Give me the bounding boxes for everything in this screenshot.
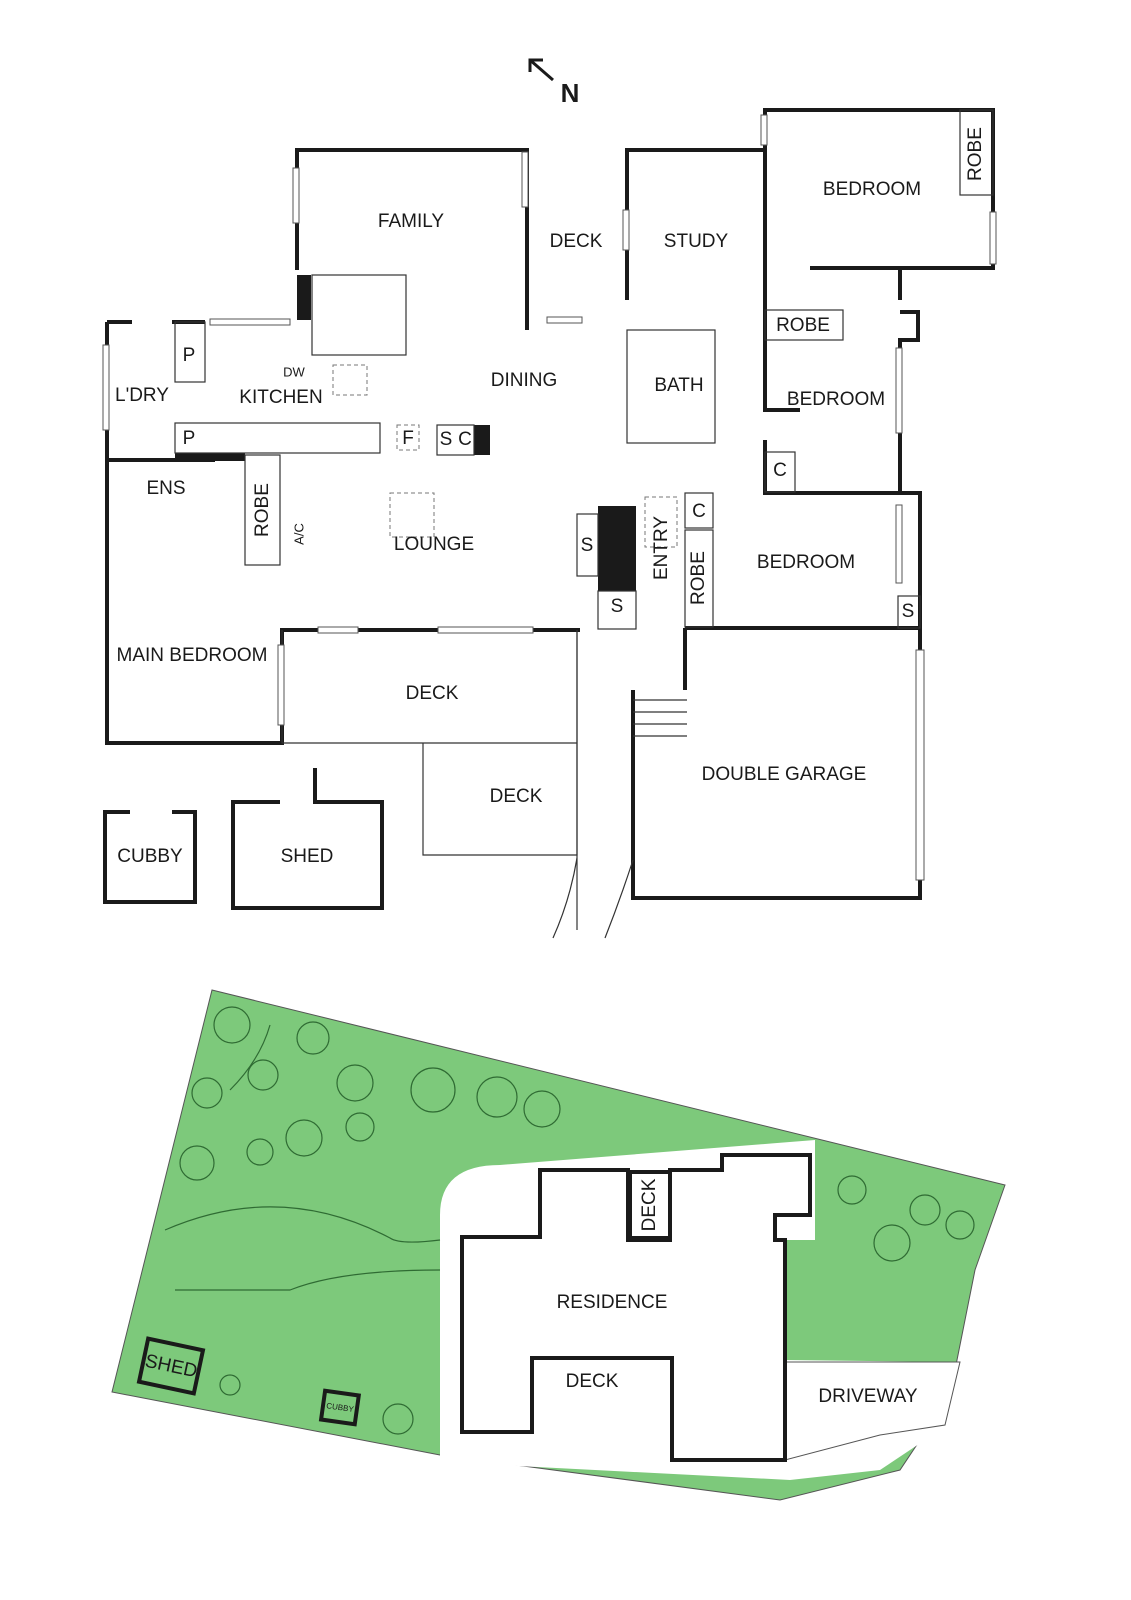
storage-s-2: S xyxy=(581,535,594,556)
room-entry: ENTRY xyxy=(651,516,672,580)
site-cubby-label: CUBBY xyxy=(326,1401,355,1414)
room-deck-rear: DECK xyxy=(406,683,459,704)
room-cubby: CUBBY xyxy=(117,846,183,867)
storage-s-4: S xyxy=(902,601,915,622)
room-robe-1: ROBE xyxy=(965,127,986,181)
room-bath: BATH xyxy=(654,375,703,396)
room-bedroom-1: BEDROOM xyxy=(823,179,921,200)
storage-s-1: S xyxy=(440,429,453,450)
fridge: F xyxy=(402,428,414,449)
room-lounge: LOUNGE xyxy=(394,534,474,555)
site-residence-label: RESIDENCE xyxy=(557,1292,668,1313)
room-kitchen: KITCHEN xyxy=(239,387,322,408)
robe-3: ROBE xyxy=(688,551,709,605)
site-deck-top-label: DECK xyxy=(639,1178,660,1231)
room-double-garage: DOUBLE GARAGE xyxy=(702,764,867,785)
dishwasher: DW xyxy=(283,364,305,379)
cupboard-c-2: C xyxy=(692,501,706,522)
room-robe-2: ROBE xyxy=(776,315,830,336)
room-main-bedroom: MAIN BEDROOM xyxy=(117,645,268,666)
site-shed xyxy=(136,1336,206,1396)
room-family: FAMILY xyxy=(378,211,444,232)
room-bedroom-3: BEDROOM xyxy=(757,552,855,573)
trees xyxy=(179,1006,975,1435)
pantry-1: P xyxy=(183,345,196,366)
room-labels: FAMILY DECK STUDY BEDROOM ROBE ROBE BEDR… xyxy=(115,127,986,867)
north-arrow-icon: N xyxy=(528,58,580,108)
north-label: N xyxy=(561,78,580,108)
room-bedroom-2: BEDROOM xyxy=(787,389,885,410)
room-ensuite: ENS xyxy=(146,478,185,499)
site-plan: RESIDENCE DECK DECK DRIVEWAY SHED CUBBY xyxy=(111,989,1006,1501)
site-cubby xyxy=(318,1388,362,1427)
cupboard-c-1: C xyxy=(458,429,472,450)
pantry-2: P xyxy=(183,428,196,449)
room-shed: SHED xyxy=(281,846,334,867)
cupboard-c-3: C xyxy=(773,460,787,481)
floor-plan-walls xyxy=(102,108,997,939)
site-deck-bottom-label: DECK xyxy=(566,1371,619,1392)
room-laundry: L'DRY xyxy=(115,385,169,406)
room-dining: DINING xyxy=(491,370,558,391)
storage-s-3: S xyxy=(611,596,624,617)
air-conditioner: A/C xyxy=(291,523,306,545)
site-driveway-label: DRIVEWAY xyxy=(818,1386,918,1407)
robe-main: ROBE xyxy=(252,483,273,537)
room-deck-lower: DECK xyxy=(490,786,543,807)
room-deck-north: DECK xyxy=(550,231,603,252)
room-study: STUDY xyxy=(664,231,729,252)
